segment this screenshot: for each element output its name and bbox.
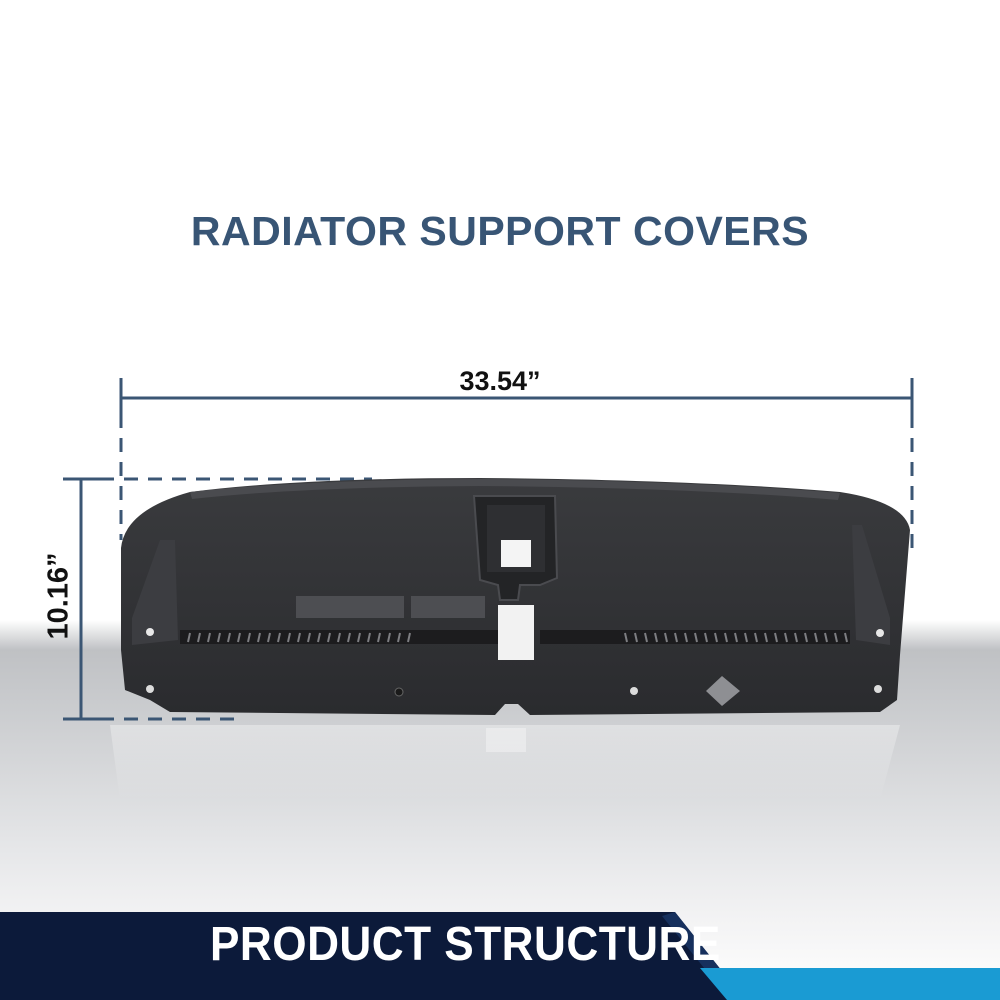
cover-top-lip [190,479,840,500]
latch-slot [498,605,534,660]
left-label-pad [296,596,404,618]
left-mount-hole [146,628,154,636]
bottom-hole-1 [146,685,154,693]
height-dimension-label: 10.16” [42,552,75,640]
right-bracket [852,525,890,645]
diamond-badge [706,676,740,706]
right-label-pad [411,596,485,618]
height-dimension [63,477,372,721]
banner-accent-stripe [700,968,1000,1000]
banner-dark-panel [0,912,745,1000]
latch-opening [501,540,531,567]
right-mount-hole [876,629,884,637]
reflection-highlight [486,728,526,752]
floor-reflection [110,725,900,800]
radiator-support-cover-image [121,478,910,715]
bottom-hole-3 [630,687,638,695]
width-dimension-label: 33.54” [459,366,541,396]
left-bracket [132,540,178,645]
bottom-hole-2 [394,687,404,697]
footer-banner [0,912,1000,1000]
banner-text: PRODUCT STRUCTURE [210,918,721,971]
bottom-hole-4 [874,685,882,693]
width-dimension [119,378,914,550]
page-title: RADIATOR SUPPORT COVERS [190,208,810,254]
